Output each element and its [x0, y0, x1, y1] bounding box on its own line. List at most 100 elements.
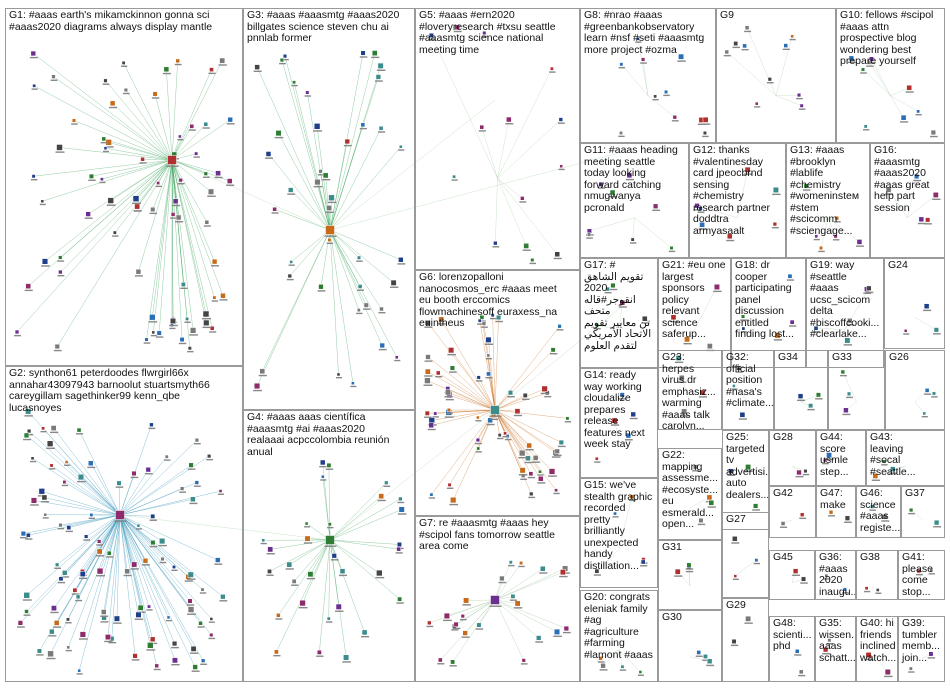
edge: [119, 514, 176, 661]
node-caption: [885, 193, 894, 195]
node: [357, 284, 363, 289]
node: [799, 103, 804, 108]
edge: [152, 159, 173, 318]
node: [626, 172, 633, 179]
node: [47, 650, 54, 658]
node-caption: [99, 181, 106, 184]
node: [189, 327, 197, 334]
edge: [60, 159, 173, 273]
edge: [119, 498, 193, 516]
node: [433, 411, 438, 416]
node: [514, 408, 521, 415]
node: [76, 427, 82, 433]
edge: [119, 514, 192, 610]
node-caption: [504, 438, 512, 441]
edge: [869, 62, 891, 96]
node: [548, 468, 556, 475]
node: [390, 279, 397, 286]
node: [89, 512, 94, 517]
node: [313, 123, 321, 130]
edge: [647, 95, 675, 118]
node: [789, 319, 795, 325]
node-caption: [65, 649, 72, 652]
node-caption: [723, 54, 731, 57]
edge: [871, 58, 891, 96]
node-caption: [740, 331, 748, 333]
node: [453, 621, 459, 627]
edge: [78, 514, 121, 671]
node: [558, 117, 564, 122]
node: [178, 178, 183, 183]
edge: [289, 539, 331, 565]
group-label: G40: hi friends inclined watch...: [860, 617, 897, 664]
node-caption: [378, 131, 386, 133]
edge: [171, 60, 178, 161]
node: [215, 557, 221, 563]
node-caption: [730, 644, 739, 647]
node-caption: [211, 300, 219, 302]
node-caption: [359, 56, 368, 58]
edge: [431, 409, 496, 426]
edge: [119, 490, 221, 516]
group-label: G33: [832, 351, 852, 363]
node: [190, 645, 197, 652]
node-caption: [618, 306, 627, 308]
node-caption: [226, 184, 235, 186]
edge: [153, 159, 173, 333]
node: [194, 151, 199, 156]
node: [733, 574, 738, 578]
node-caption: [40, 430, 47, 433]
node-caption: [773, 339, 783, 341]
node-caption: [135, 528, 142, 530]
edge: [290, 189, 331, 231]
edge: [278, 133, 331, 231]
node-caption: [324, 545, 337, 547]
group-box-g29: G29: [722, 598, 769, 682]
node: [203, 171, 208, 176]
node-caption: [437, 323, 446, 325]
group-label: G20: congrats eleniak family #ag #agricu…: [584, 591, 653, 661]
node: [790, 34, 794, 39]
node: [50, 425, 57, 431]
edge: [119, 514, 175, 568]
node: [17, 620, 24, 626]
edge: [105, 148, 173, 161]
node: [450, 659, 456, 665]
edge: [171, 159, 207, 315]
node-caption: [149, 519, 157, 521]
edge: [494, 562, 522, 601]
node: [320, 474, 325, 479]
edge: [746, 27, 777, 96]
edge: [307, 92, 331, 231]
node-caption: [184, 321, 191, 323]
node-caption: [343, 144, 352, 147]
node: [203, 319, 210, 326]
node: [379, 306, 384, 312]
edge: [438, 372, 496, 411]
node: [84, 534, 89, 539]
node-caption: [513, 414, 523, 417]
node: [732, 536, 738, 542]
node-caption: [685, 568, 694, 570]
edge: [119, 514, 194, 649]
node-caption: [57, 274, 65, 277]
edge: [302, 539, 331, 604]
group-label: G9: [720, 9, 735, 21]
node-caption: [735, 371, 744, 373]
node: [848, 55, 855, 61]
node: [41, 258, 49, 265]
node: [135, 268, 142, 275]
node: [699, 221, 705, 228]
node-caption: [83, 539, 90, 541]
node: [189, 124, 195, 129]
node-caption: [522, 398, 530, 401]
node-caption: [178, 342, 187, 345]
node: [797, 393, 804, 399]
node-caption: [915, 114, 922, 116]
node-caption: [863, 292, 872, 294]
node-caption: [424, 375, 433, 377]
node: [620, 664, 625, 669]
node: [930, 129, 936, 136]
group-box-g13: G13: #aaas #brooklyn #lablife #chemistry…: [786, 143, 870, 258]
edge: [494, 571, 564, 601]
